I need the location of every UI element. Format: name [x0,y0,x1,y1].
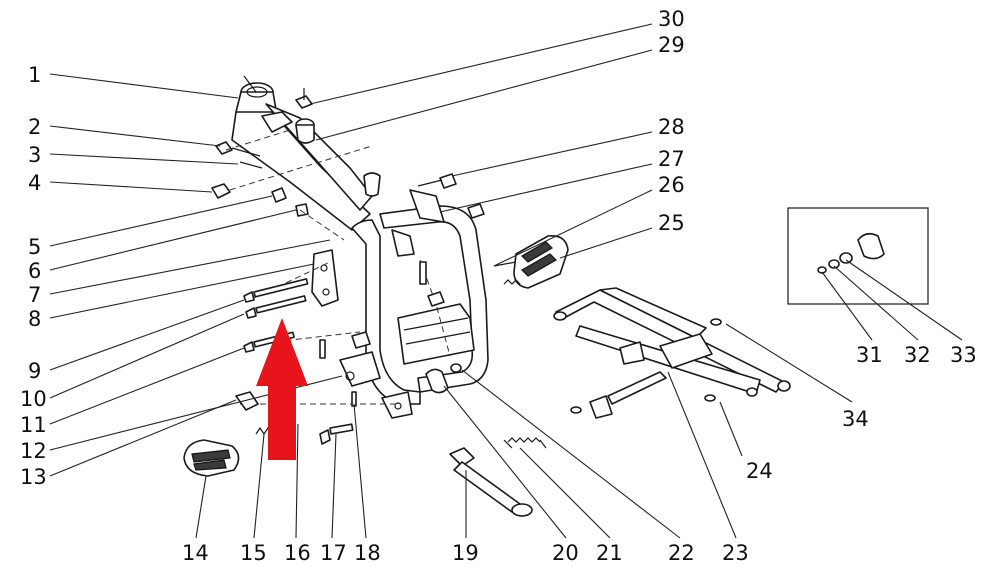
callout-3: 3 [28,143,41,167]
callout-24: 24 [746,459,773,483]
callout-14: 14 [182,541,209,565]
callout-21: 21 [596,541,623,565]
callout-12: 12 [20,439,47,463]
callout-labels: 1 2 3 4 5 6 7 8 9 10 11 12 13 14 15 16 1… [20,7,977,565]
callout-4: 4 [28,171,41,195]
callout-19: 19 [452,541,479,565]
fasteners [211,129,485,445]
callout-23: 23 [722,541,749,565]
callout-20: 20 [552,541,579,565]
footpeg-right [493,234,569,289]
callout-30: 30 [658,7,685,31]
callout-17: 17 [320,541,347,565]
callout-29: 29 [658,33,685,57]
callout-5: 5 [28,235,41,259]
swing-arm [553,287,791,419]
footpeg-left [183,439,240,477]
callout-31: 31 [856,343,883,367]
callout-16: 16 [284,541,311,565]
callout-10: 10 [20,387,47,411]
callout-6: 6 [28,259,41,283]
callout-34: 34 [842,407,869,431]
callout-28: 28 [658,115,685,139]
inset-detail-box [787,207,929,305]
callout-25: 25 [658,211,685,235]
main-frame [231,75,489,419]
callout-33: 33 [950,343,977,367]
engine-bushing [425,363,462,394]
callout-13: 13 [20,465,47,489]
callout-27: 27 [658,147,685,171]
callout-11: 11 [20,413,47,437]
highlight-arrow [256,318,308,460]
callout-32: 32 [904,343,931,367]
callout-2: 2 [28,115,41,139]
callout-18: 18 [354,541,381,565]
callout-8: 8 [28,307,41,331]
callout-15: 15 [240,541,267,565]
callout-22: 22 [668,541,695,565]
callout-26: 26 [658,173,685,197]
side-stand [449,437,547,517]
callout-1: 1 [28,63,41,87]
callout-7: 7 [28,283,41,307]
callout-9: 9 [28,359,41,383]
leader-lines [49,23,963,539]
